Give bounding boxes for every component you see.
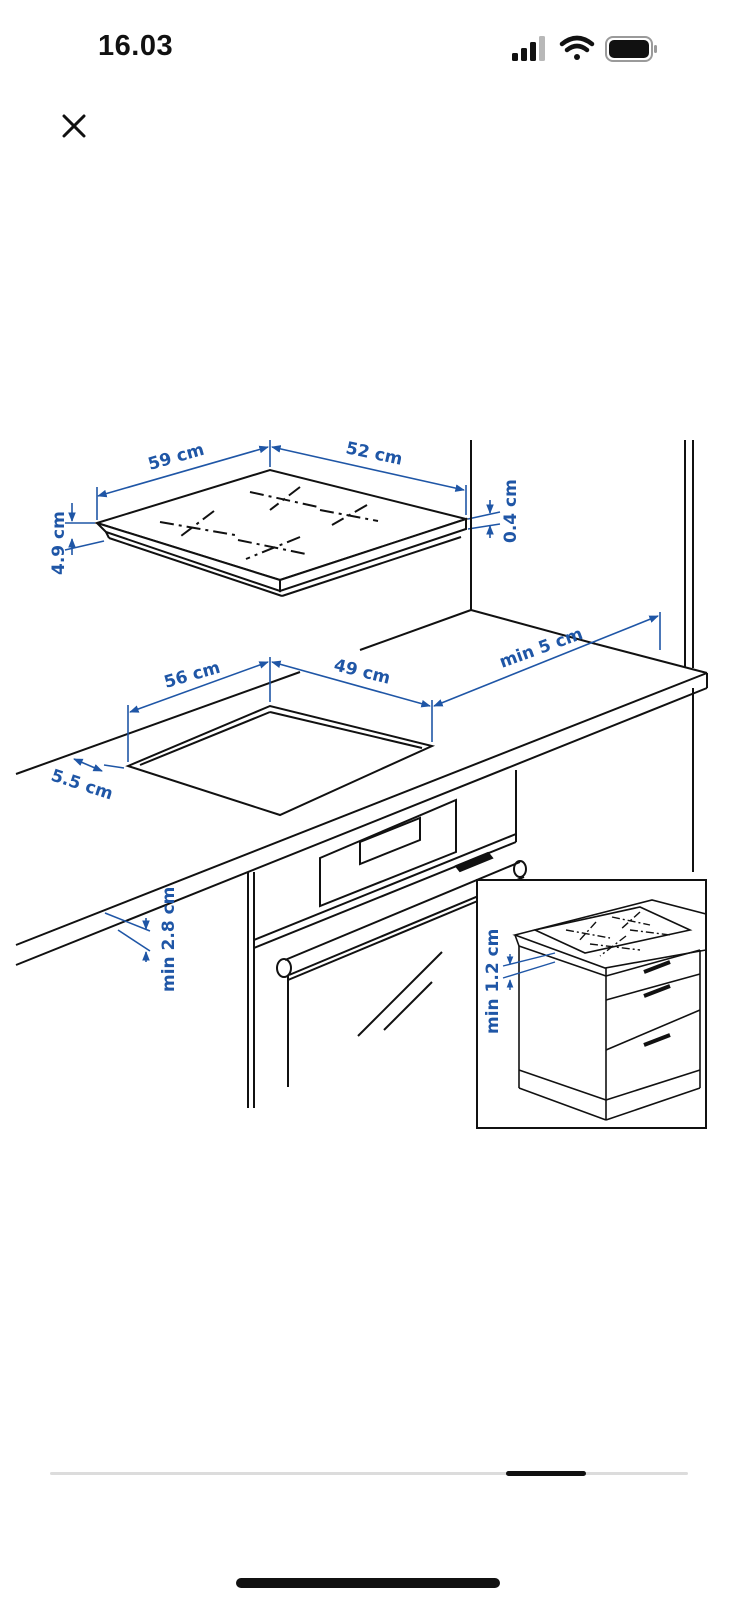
dim-label-front-gap: 5.5 cm — [48, 766, 115, 805]
dim-label-cutout-width: 56 cm — [162, 658, 223, 693]
hob-drawing — [93, 468, 470, 597]
cellular-signal-icon — [512, 36, 545, 61]
dim-label-wall-gap: min 5 cm — [497, 624, 586, 673]
carousel-scrollbar[interactable] — [50, 1471, 688, 1476]
status-bar: 16.03 — [0, 0, 738, 100]
oven-drawing — [247, 770, 527, 1108]
status-time: 16.03 — [98, 30, 174, 62]
hob-dimensions — [64, 440, 501, 555]
oven-gap-dimension — [104, 912, 151, 962]
dim-label-cutout-depth: 49 cm — [332, 655, 393, 688]
dim-label-hob-height: 4.9 cm — [49, 511, 69, 575]
dim-label-drawer-gap: min 1.2 cm — [483, 929, 503, 1034]
wifi-icon — [559, 35, 595, 60]
battery-icon — [605, 36, 657, 62]
dim-label-hob-frame: 0.4 cm — [501, 479, 521, 543]
dim-label-hob-width: 59 cm — [146, 440, 207, 475]
countertop-drawing — [15, 440, 708, 966]
status-icons — [510, 33, 660, 67]
drawer-gap-dimension — [502, 952, 556, 990]
close-icon — [62, 114, 86, 138]
carousel-thumb[interactable] — [506, 1471, 586, 1476]
home-indicator[interactable] — [236, 1578, 500, 1588]
close-button[interactable] — [52, 104, 96, 148]
inset-panel — [476, 879, 707, 1129]
cutout-dimensions — [73, 612, 661, 772]
dim-label-oven-gap: min 2.8 cm — [159, 887, 179, 992]
